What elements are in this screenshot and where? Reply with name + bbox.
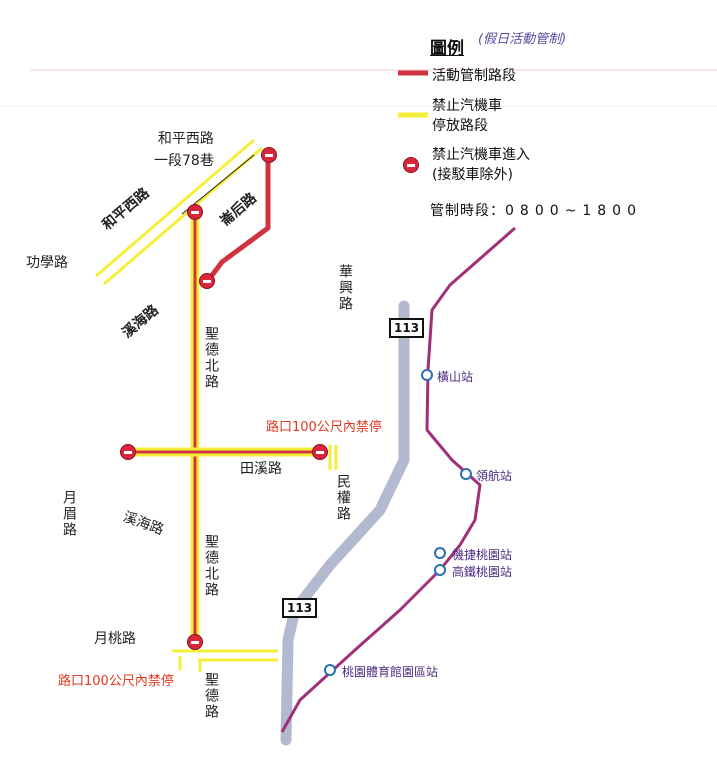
control-time-label: 管制時段：: [430, 203, 505, 219]
station-icon: [324, 664, 336, 676]
road-label-yuemei: 月眉路: [61, 490, 77, 538]
station-icon: [460, 468, 472, 480]
road-label-minquan: 民權路: [335, 474, 351, 522]
legend-label-control: 活動管制路段: [432, 68, 516, 84]
highway-shield-1: 113: [389, 318, 425, 338]
control-time-value: 0800~1800: [505, 203, 642, 219]
station-icon: [434, 547, 446, 559]
no-entry-icon: [187, 204, 203, 220]
legend-label-no-entry: 禁止汽機車進入 (接駁車除外): [432, 147, 530, 183]
highway-113: [280, 300, 410, 746]
no-entry-icon: [312, 444, 328, 460]
weihou-road-red: [205, 155, 271, 284]
no-entry-icon: [120, 444, 136, 460]
no-entry-icon: [187, 634, 203, 650]
road-label-yuetao: 月桃路: [94, 631, 136, 647]
legend-title: 圖例: [430, 39, 464, 59]
station-icon: [434, 564, 446, 576]
road-label-huaxing: 華興路: [337, 264, 353, 312]
warning-label-top: 路口100公尺內禁停: [266, 420, 382, 435]
station-label: 高鐵桃園站: [452, 565, 513, 579]
no-entry-icon: [199, 273, 215, 289]
heping-road-yellow-1: [95, 138, 255, 278]
road-label-shengde-north-2: 聖德北路: [203, 534, 219, 598]
no-entry-icon: [403, 157, 419, 173]
road-label-gongxue: 功學路: [26, 255, 68, 271]
no-entry-icon: [261, 147, 277, 163]
road-label-heping-lane: 和平西路 一段78巷: [154, 131, 214, 169]
station-label: 桃園體育館園區站: [342, 665, 439, 679]
road-label-shengde-north-1: 聖德北路: [203, 326, 219, 390]
control-time: 管制時段：0800~1800: [430, 200, 642, 220]
station-icon: [421, 369, 433, 381]
legend-label-no-parking: 禁止汽機車 停放路段: [432, 98, 502, 134]
road-label-tianxi: 田溪路: [240, 461, 282, 477]
road-label-shengde: 聖德路: [203, 672, 219, 720]
station-label: 機捷桃園站: [452, 548, 513, 562]
station-label: 領航站: [476, 469, 513, 483]
station-label: 橫山站: [437, 370, 474, 384]
metro-line: [280, 226, 516, 733]
legend-handwritten-note: (假日活動管制): [478, 32, 567, 47]
warning-label-bottom: 路口100公尺內禁停: [58, 674, 174, 689]
highway-shield-2: 113: [282, 598, 318, 618]
